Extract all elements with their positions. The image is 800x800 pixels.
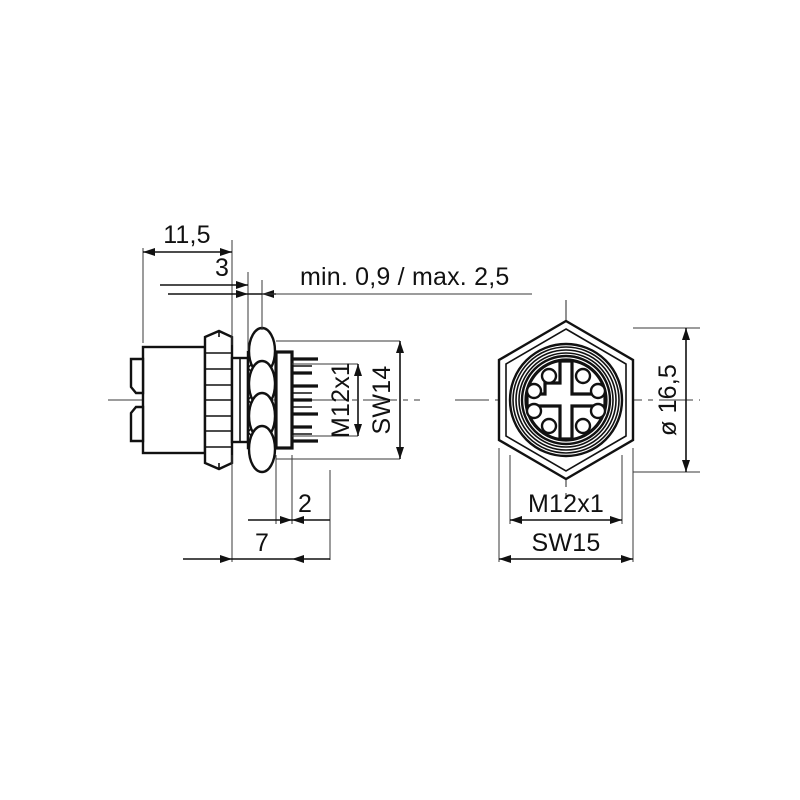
dimension-pin-offset-label: 2: [298, 490, 312, 518]
dimension-flange-to-thread: 3: [160, 254, 248, 289]
side-view-extension-lines: [142, 240, 400, 562]
solder-pin-terminals: [292, 357, 318, 443]
contact-pins: [525, 367, 607, 435]
connector-shoulder: [230, 356, 250, 444]
sealing-ring-stack: [247, 326, 277, 474]
dimension-thread-side-label: M12x1: [327, 362, 355, 438]
dimension-thread-front-label: M12x1: [528, 490, 604, 518]
dimension-wrench-front: SW15: [499, 529, 633, 563]
dimension-panel-thickness-label: min. 0,9 / max. 2,5: [300, 263, 509, 291]
dimension-face-diameter-label: ø 16,5: [654, 364, 682, 436]
front-view-extension-lines: [498, 327, 700, 562]
dimension-wrench-side: SW14: [368, 341, 404, 459]
dimension-thread-front: M12x1: [510, 490, 622, 524]
dimension-pin-offset: 2: [248, 490, 330, 524]
cross-keying-element: [525, 359, 607, 441]
dimension-thread-length: 7: [183, 529, 330, 563]
dimension-panel-thickness: min. 0,9 / max. 2,5: [168, 263, 532, 298]
front-face-view: ø 16,5 M12x1 SW15: [455, 300, 700, 563]
side-section-view: 11,5 3 min. 0,9 / max. 2,5 M1: [108, 221, 532, 563]
dimension-overall-length: 11,5: [143, 221, 232, 256]
hexagon-chamfer: [505, 328, 627, 472]
dimension-thread-side: M12x1: [327, 362, 362, 438]
rear-mounting-tabs: [129, 357, 145, 443]
dimension-face-diameter: ø 16,5: [654, 328, 690, 472]
dimension-flange-to-thread-label: 3: [215, 254, 229, 282]
connector-rear-body: [141, 345, 207, 455]
dimension-wrench-front-label: SW15: [532, 529, 601, 557]
knurled-nut: [203, 329, 234, 471]
dimension-wrench-side-label: SW14: [368, 366, 396, 435]
contact-insulator-block: [274, 350, 294, 450]
dimension-thread-length-label: 7: [255, 529, 269, 557]
dimension-overall-length-label: 11,5: [163, 221, 211, 249]
